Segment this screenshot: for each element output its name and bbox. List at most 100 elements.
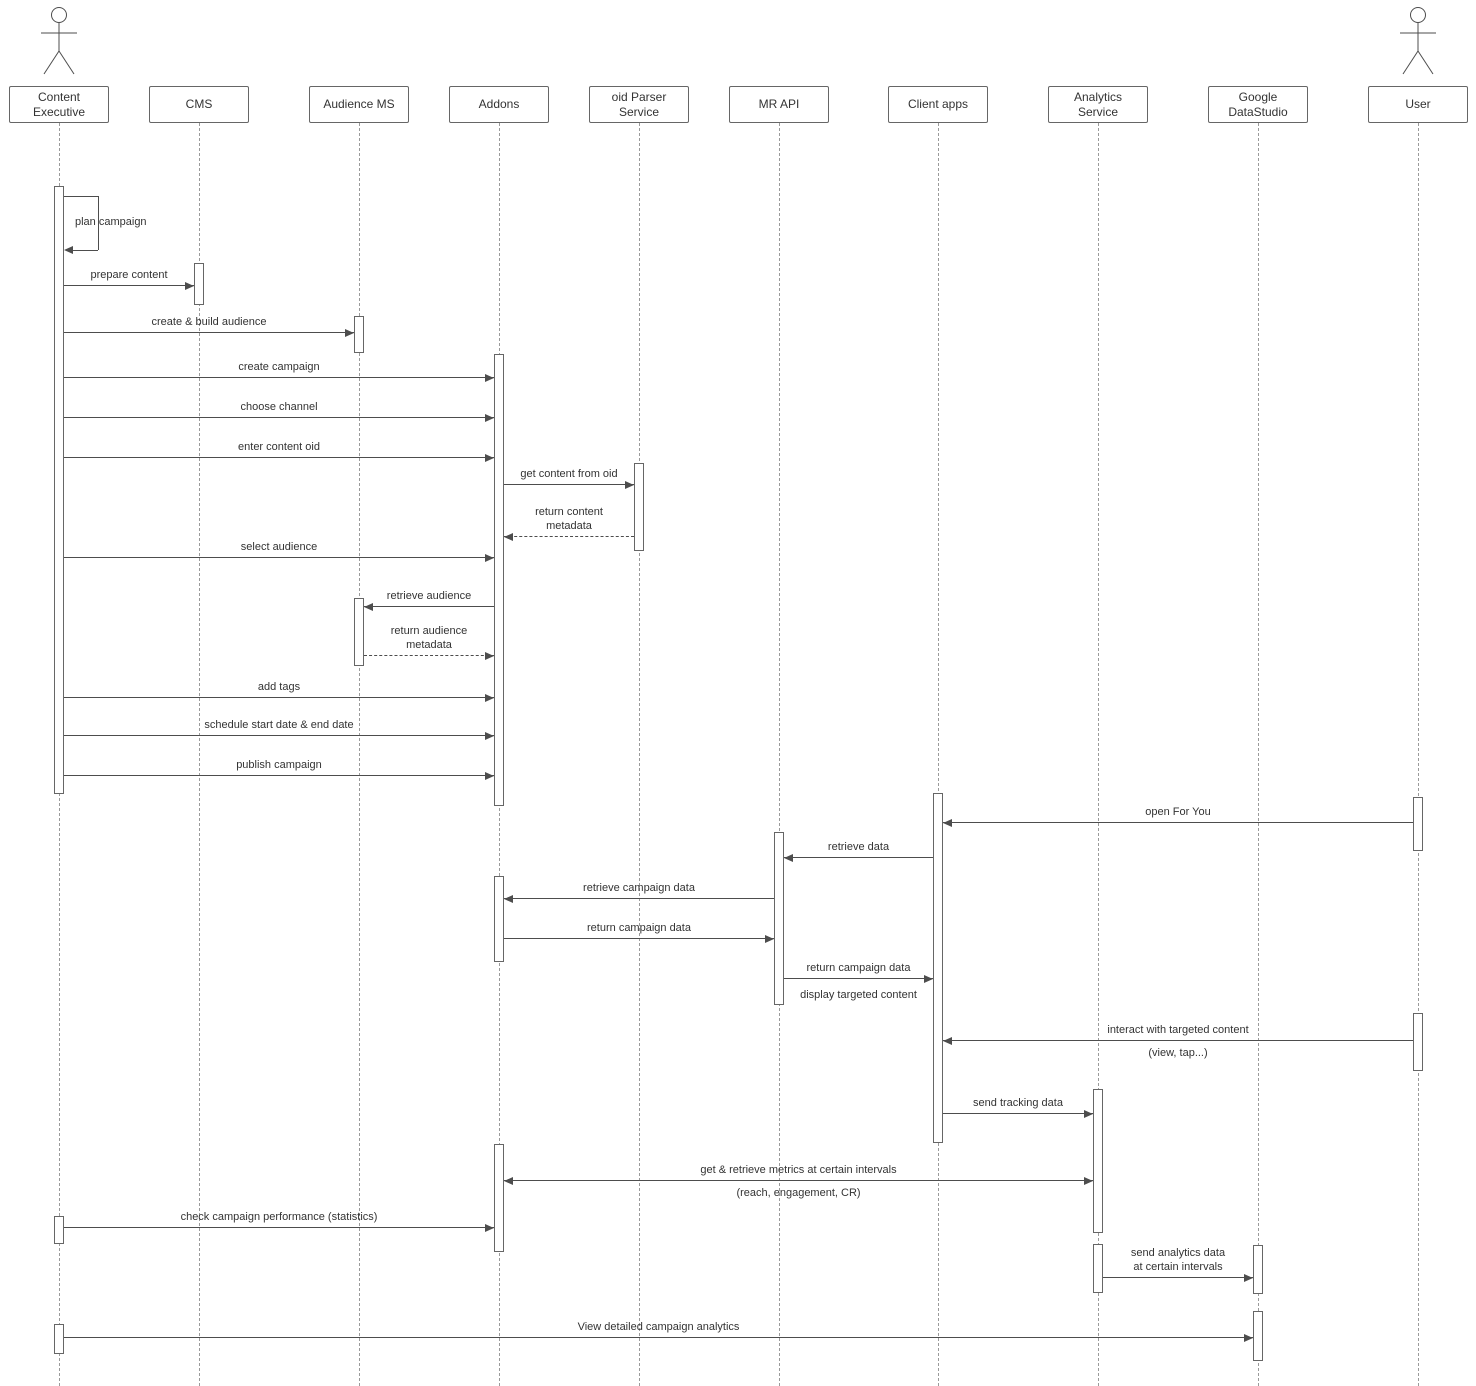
activation-audience-ms-2	[354, 316, 364, 353]
message-schedule-start-end-date-arrowhead	[485, 732, 494, 740]
activation-user-10	[1413, 1013, 1423, 1071]
participant-user: User	[1368, 86, 1468, 123]
message-interact-with-targeted-content-sublabel: (view, tap...)	[1148, 1047, 1208, 1059]
lifeline-cms	[199, 123, 200, 1386]
message-return-audience-metadata-arrowhead	[485, 652, 494, 660]
message-schedule-start-end-date-line	[64, 735, 494, 736]
user-actor-icon	[1398, 6, 1438, 83]
message-get-content-from-oid-line	[504, 484, 634, 485]
activation-google-datastudio-15	[1253, 1245, 1263, 1294]
activation-addons-12	[494, 1144, 504, 1252]
message-get-content-from-oid-label: get content from oid	[520, 468, 618, 480]
message-create-campaign-line	[64, 377, 494, 378]
lifeline-oid-parser-service	[639, 123, 640, 1386]
message-return-campaign-data-to-mr-api-label: return campaign data	[587, 922, 691, 934]
participant-mr-api: MR API	[729, 86, 829, 123]
participant-label-line: Service	[1077, 104, 1118, 119]
message-retrieve-audience-arrowhead	[364, 603, 373, 611]
message-choose-channel-line	[64, 417, 494, 418]
message-create-build-audience-arrowhead	[345, 329, 354, 337]
message-send-analytics-data-label: send analytics data	[1130, 1247, 1226, 1259]
message-return-audience-metadata-label: return audience	[390, 625, 468, 637]
message-choose-channel-label: choose channel	[240, 401, 318, 413]
message-retrieve-data-arrowhead	[784, 854, 793, 862]
participant-label: User	[1405, 97, 1430, 111]
lifeline-client-apps	[938, 123, 939, 1386]
message-check-campaign-performance-label: check campaign performance (statistics)	[180, 1211, 378, 1223]
lifeline-user	[1418, 123, 1419, 1386]
participant-cms: CMS	[149, 86, 249, 123]
message-select-audience-line	[64, 557, 494, 558]
participant-label: CMS	[186, 97, 213, 111]
participant-label: Client apps	[908, 97, 968, 111]
participant-label: Audience MS	[323, 97, 394, 111]
activation-oid-parser-service-4	[634, 463, 644, 551]
message-view-detailed-campaign-analytics-label: View detailed campaign analytics	[577, 1321, 740, 1333]
activation-audience-ms-5	[354, 598, 364, 666]
content-executive-actor-icon	[39, 6, 79, 83]
activation-analytics-service-11	[1093, 1089, 1103, 1233]
participant-label-line: Content	[37, 90, 81, 105]
participant-label-line: Google	[1238, 90, 1278, 105]
message-return-content-metadata-label: return content	[535, 506, 603, 518]
participant-label: MR API	[759, 97, 800, 111]
activation-content-executive-13	[54, 1216, 64, 1244]
message-retrieve-audience-label: retrieve audience	[386, 590, 472, 602]
message-create-build-audience-line	[64, 332, 354, 333]
lifeline-mr-api	[779, 123, 780, 1386]
activation-mr-api-8	[774, 832, 784, 1005]
message-return-campaign-data-to-client-apps-arrowhead	[924, 975, 933, 983]
message-schedule-start-end-date-label: schedule start date & end date	[204, 719, 354, 731]
message-add-tags-label: add tags	[257, 681, 301, 693]
participant-label-line: Executive	[32, 104, 86, 119]
participant-label-line: Service	[618, 104, 659, 119]
lifeline-analytics-service	[1098, 123, 1099, 1386]
lifeline-audience-ms	[359, 123, 360, 1386]
message-retrieve-data-line	[784, 857, 933, 858]
activation-cms-1	[194, 263, 204, 305]
activation-google-datastudio-17	[1253, 1311, 1263, 1361]
message-return-content-metadata-line	[504, 536, 634, 537]
message-get-retrieve-metrics-arrowhead-start	[504, 1177, 513, 1185]
message-retrieve-campaign-data-arrowhead	[504, 895, 513, 903]
message-interact-with-targeted-content-line	[943, 1040, 1413, 1041]
message-interact-with-targeted-content-label: interact with targeted content	[1107, 1024, 1249, 1036]
activation-content-executive-16	[54, 1324, 64, 1354]
message-plan-campaign-line-top	[64, 196, 98, 197]
message-retrieve-audience-line	[364, 606, 494, 607]
message-publish-campaign-line	[64, 775, 494, 776]
message-prepare-content-arrowhead	[185, 282, 194, 290]
participant-label-line: Audience MS	[323, 97, 395, 112]
message-create-build-audience-label: create & build audience	[151, 316, 267, 328]
participant-label-line: DataStudio	[1228, 104, 1288, 119]
message-retrieve-data-label: retrieve data	[827, 841, 890, 853]
message-get-retrieve-metrics-sublabel: (reach, engagement, CR)	[736, 1187, 861, 1199]
message-get-retrieve-metrics-line	[504, 1180, 1093, 1181]
message-retrieve-campaign-data-line	[504, 898, 774, 899]
participant-audience-ms: Audience MS	[309, 86, 409, 123]
message-select-audience-arrowhead	[485, 554, 494, 562]
message-add-tags-arrowhead	[485, 694, 494, 702]
message-open-for-you-arrowhead	[943, 819, 952, 827]
participant-label-line: Analytics	[1073, 90, 1123, 105]
message-plan-campaign-label: plan campaign	[75, 216, 147, 228]
message-get-content-from-oid-arrowhead	[625, 481, 634, 489]
message-return-content-metadata-arrowhead	[504, 533, 513, 541]
message-check-campaign-performance-line	[64, 1227, 494, 1228]
message-create-campaign-label: create campaign	[238, 361, 320, 373]
message-enter-content-oid-line	[64, 457, 494, 458]
message-publish-campaign-label: publish campaign	[236, 759, 322, 771]
message-open-for-you-line	[943, 822, 1413, 823]
message-send-analytics-data-label-2: at certain intervals	[1133, 1261, 1223, 1273]
message-send-tracking-data-line	[943, 1113, 1093, 1114]
participant-label-line: User	[1405, 97, 1431, 112]
participant-label-line: Addons	[478, 97, 520, 112]
participant-label-line: CMS	[185, 97, 213, 112]
message-publish-campaign-arrowhead	[485, 772, 494, 780]
